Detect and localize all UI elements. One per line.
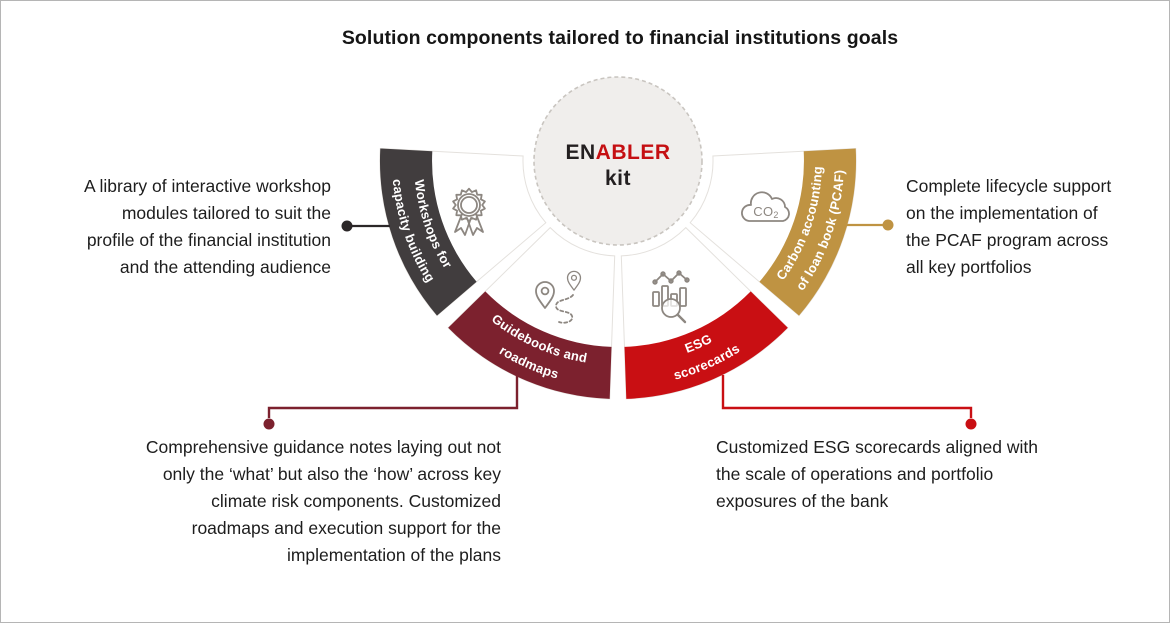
magnifier-handle — [676, 313, 687, 324]
trend-line — [654, 272, 688, 283]
callout-esg-line: the scale of operations and portfolio — [716, 464, 994, 484]
connector-guidebooks-dot — [263, 418, 275, 430]
callout-esg-line: Customized ESG scorecards aligned with — [716, 437, 1038, 457]
callout-guidebooks-line: Comprehensive guidance notes laying out … — [145, 437, 501, 457]
segment-arc-carbon — [759, 148, 857, 316]
map-pin-large — [535, 281, 555, 309]
co2-cloud-icon: CO2 — [741, 191, 790, 222]
connector-esg-line — [721, 375, 973, 418]
award-ribbon-left — [454, 213, 472, 236]
callout-workshops: A library of interactive workshop module… — [31, 173, 331, 281]
callout-carbon-line: Complete lifecycle support — [906, 176, 1112, 196]
connector-workshops-dot — [341, 220, 353, 232]
segment-bands — [379, 148, 857, 399]
page-title: Solution components tailored to financia… — [341, 27, 899, 49]
award-rosette-inner-ring — [460, 196, 478, 214]
cloud-outline — [741, 191, 790, 222]
segment-arc-guidebooks — [448, 291, 612, 399]
bar-4 — [679, 287, 687, 307]
callout-guidebooks-line: only the ‘what’ but also the ‘how’ acros… — [162, 464, 501, 484]
callout-carbon-line: the PCAF program across — [906, 230, 1109, 250]
segment-arc-workshops — [379, 148, 477, 316]
award-rosette-outer-ring — [457, 193, 481, 217]
callout-guidebooks-line: implementation of the plans — [286, 545, 501, 565]
connector-carbon-dot — [882, 219, 894, 231]
connector-guidebooks-line — [267, 372, 519, 418]
callout-guidebooks-line: roadmaps and execution support for the — [191, 518, 501, 538]
callout-carbon-line: all key portfolios — [906, 257, 1032, 277]
center-title-dark-part: EN — [565, 141, 595, 164]
callout-workshops-line: profile of the financial institution — [86, 230, 331, 250]
chart-magnifier-icon — [652, 270, 690, 324]
center-subtitle: kit — [605, 167, 631, 190]
segment-arc-esg — [624, 291, 788, 399]
magnifier-lens — [661, 298, 681, 318]
center-title: ENABLER — [565, 141, 670, 164]
award-ribbon-icon — [452, 187, 486, 236]
callout-guidebooks: Comprehensive guidance notes laying out … — [61, 434, 501, 569]
callout-guidebooks-line: climate risk components. Customized — [211, 491, 501, 511]
center-circle — [533, 76, 703, 246]
callout-workshops-line: and the attending audience — [119, 257, 331, 277]
map-pin-small — [566, 270, 582, 291]
award-rosette-star — [452, 187, 486, 223]
bar-1 — [652, 291, 660, 307]
callout-connectors — [263, 219, 977, 430]
connector-esg-dot — [965, 418, 977, 430]
callout-carbon: Complete lifecycle support on the implem… — [906, 173, 1166, 281]
segment-icons: CO2 — [452, 187, 790, 324]
callout-carbon-line: on the implementation of — [906, 203, 1098, 223]
center-title-red-part: ABLER — [596, 141, 671, 164]
route-dashed-path — [555, 294, 574, 324]
route-map-pins-icon — [535, 270, 582, 324]
co2-label: CO2 — [753, 204, 778, 220]
callout-esg-line: exposures of the bank — [716, 491, 889, 511]
award-ribbon-right — [466, 213, 484, 236]
callout-workshops-line: modules tailored to suit the — [121, 203, 331, 223]
callout-workshops-line: A library of interactive workshop — [83, 176, 331, 196]
callout-esg: Customized ESG scorecards aligned with t… — [716, 434, 1116, 515]
